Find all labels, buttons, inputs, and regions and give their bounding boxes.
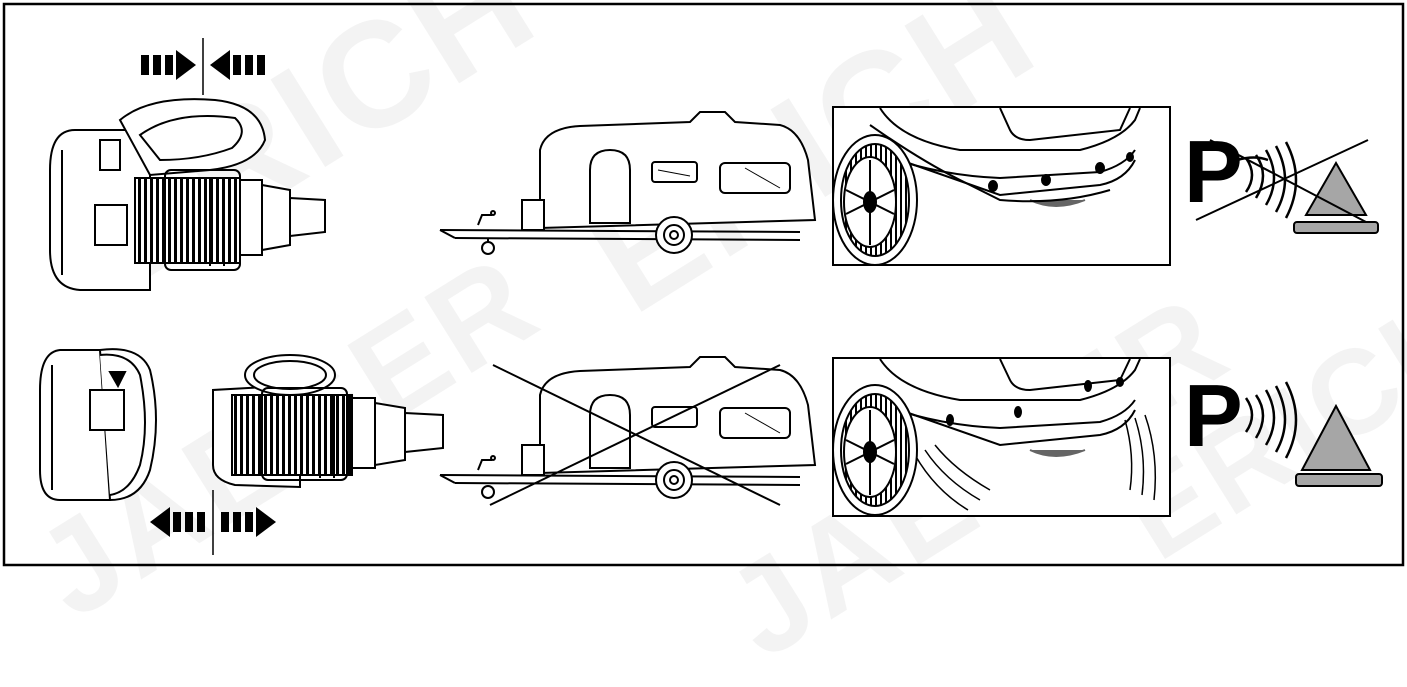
warning-triangle-icon xyxy=(1304,160,1368,216)
socket-plug-connected xyxy=(49,98,326,291)
caravan-trailer-crossed xyxy=(439,356,817,506)
car-rear-sensors-active xyxy=(832,358,1157,516)
parking-sensor-on-icon xyxy=(1244,381,1383,487)
outer-frame xyxy=(2,2,1405,567)
car-rear-no-sensors xyxy=(832,107,1141,266)
socket-disconnected xyxy=(39,348,157,502)
parking-sensor-off-icon xyxy=(1195,139,1379,234)
diagram-svg xyxy=(2,2,1405,567)
arrows-apart-icon xyxy=(150,490,276,555)
warning-triangle-icon xyxy=(1300,403,1372,471)
caravan-trailer xyxy=(439,111,817,255)
parking-label-row1: P xyxy=(1184,122,1243,221)
arrows-toward-icon xyxy=(141,38,265,95)
plug-disconnected xyxy=(212,354,444,489)
parking-label-row2: P xyxy=(1184,366,1243,465)
